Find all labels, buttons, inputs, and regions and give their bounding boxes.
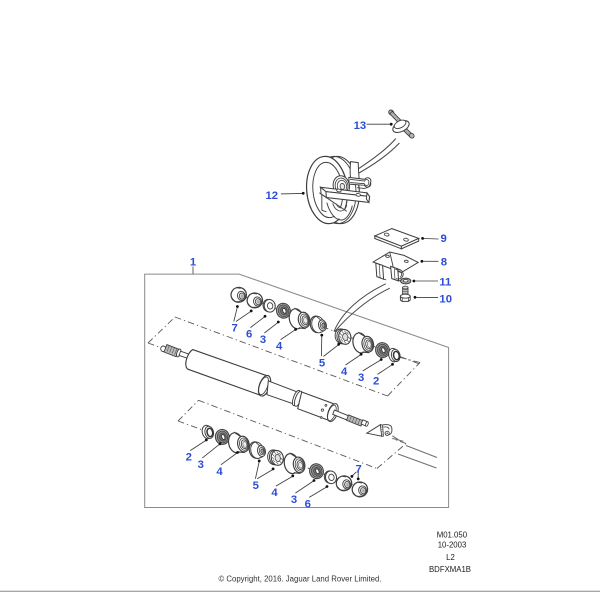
svg-text:L2: L2 — [446, 553, 455, 562]
svg-text:5: 5 — [253, 480, 259, 492]
svg-text:9: 9 — [440, 233, 446, 245]
svg-text:3: 3 — [291, 494, 297, 506]
svg-text:5: 5 — [319, 357, 325, 369]
svg-text:2: 2 — [186, 452, 192, 464]
svg-text:© Copyright, 2016. Jaguar Land: © Copyright, 2016. Jaguar Land Rover Lim… — [218, 575, 381, 584]
svg-text:4: 4 — [216, 466, 223, 478]
svg-text:7: 7 — [355, 464, 361, 476]
svg-text:12: 12 — [266, 190, 279, 202]
svg-text:8: 8 — [441, 256, 447, 268]
svg-text:7: 7 — [232, 323, 238, 335]
svg-text:3: 3 — [358, 372, 364, 384]
svg-text:4: 4 — [271, 487, 278, 499]
svg-text:M01.050: M01.050 — [437, 530, 468, 539]
svg-text:1: 1 — [190, 256, 196, 268]
svg-text:3: 3 — [198, 459, 204, 471]
svg-text:BDFXMA1B: BDFXMA1B — [429, 565, 471, 574]
svg-text:10: 10 — [439, 294, 452, 306]
svg-text:4: 4 — [341, 366, 348, 378]
svg-text:6: 6 — [305, 498, 311, 510]
svg-text:13: 13 — [354, 120, 367, 132]
svg-text:3: 3 — [260, 334, 266, 346]
svg-text:10-2003: 10-2003 — [438, 541, 467, 550]
svg-text:4: 4 — [276, 341, 283, 353]
svg-text:11: 11 — [439, 276, 451, 288]
svg-text:2: 2 — [373, 375, 379, 387]
svg-text:6: 6 — [246, 329, 252, 341]
